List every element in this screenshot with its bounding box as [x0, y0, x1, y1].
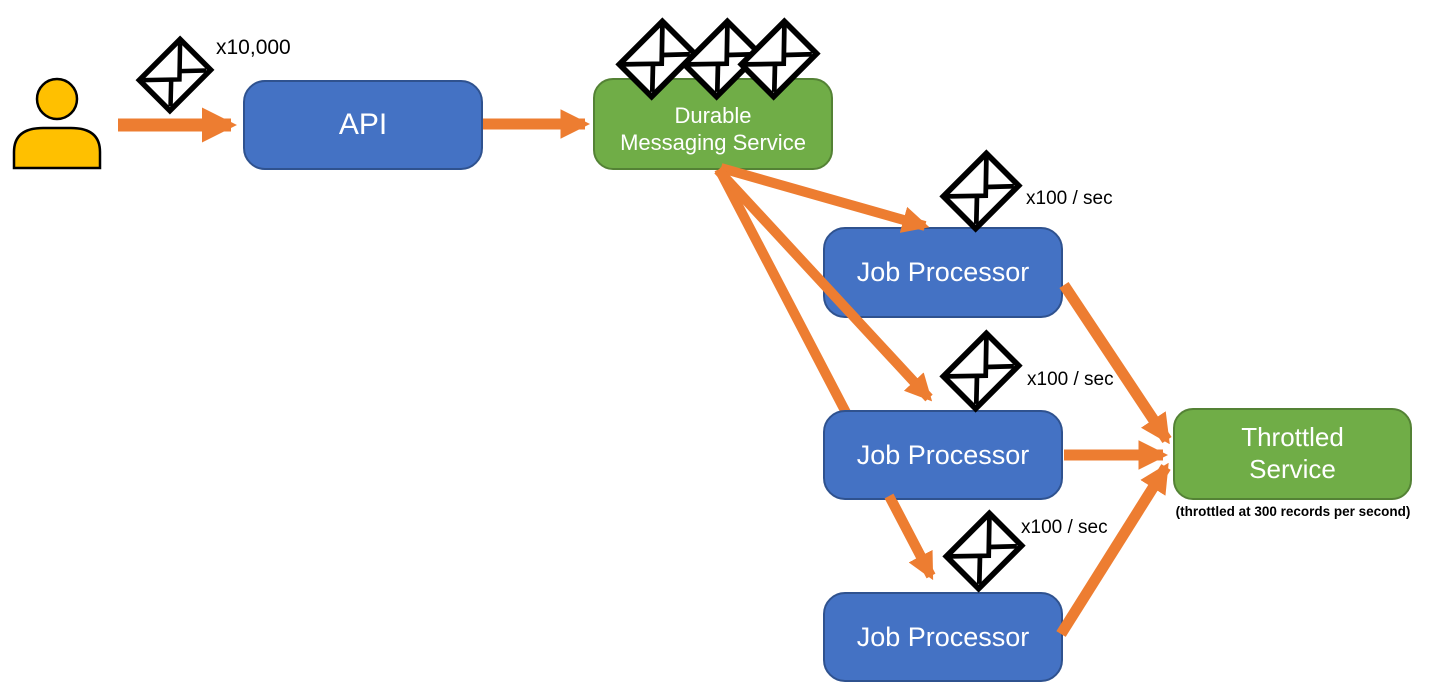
- node-dms-label-line1: Durable: [674, 103, 752, 129]
- node-api-label: API: [338, 107, 388, 141]
- node-job-processor-1: Job Processor: [823, 227, 1063, 318]
- envelope-icon: [741, 21, 816, 96]
- person-icon: [12, 77, 102, 170]
- node-job-processor-2: Job Processor: [823, 410, 1063, 500]
- envelope-icon: [139, 39, 210, 110]
- arrow-dms-to-jp3-head: [884, 493, 936, 581]
- envelope-icon: [946, 513, 1021, 588]
- ingress-rate-label: x10,000: [216, 36, 291, 59]
- node-ts-label-line1: Throttled: [1241, 422, 1344, 453]
- node-durable-messaging-service: Durable Messaging Service: [593, 78, 833, 170]
- arrow-jp1-to-throttled: [1059, 281, 1172, 445]
- node-ts-label-line2: Service: [1249, 454, 1336, 484]
- arrow-dms-to-jp1: [719, 163, 930, 233]
- arrow-jp3-to-throttled: [1056, 462, 1171, 637]
- node-api: API: [243, 80, 483, 170]
- envelope-icon: [943, 153, 1018, 228]
- envelope-icon: [943, 333, 1018, 408]
- node-throttled-service: Throttled Service: [1173, 408, 1412, 500]
- arrow-dms-to-jp2: [714, 166, 933, 402]
- node-jp3-label: Job Processor: [856, 621, 1030, 652]
- jp2-rate-label: x100 / sec: [1027, 369, 1114, 390]
- node-jp1-label: Job Processor: [856, 257, 1030, 288]
- throttled-service-caption: (throttled at 300 records per second): [1175, 504, 1411, 519]
- envelope-icon: [619, 21, 694, 96]
- node-jp2-label: Job Processor: [856, 439, 1030, 470]
- jp3-rate-label: x100 / sec: [1021, 517, 1108, 538]
- node-dms-label-line2: Messaging Service: [620, 130, 806, 155]
- node-job-processor-3: Job Processor: [823, 592, 1063, 682]
- jp1-rate-label: x100 / sec: [1026, 188, 1113, 209]
